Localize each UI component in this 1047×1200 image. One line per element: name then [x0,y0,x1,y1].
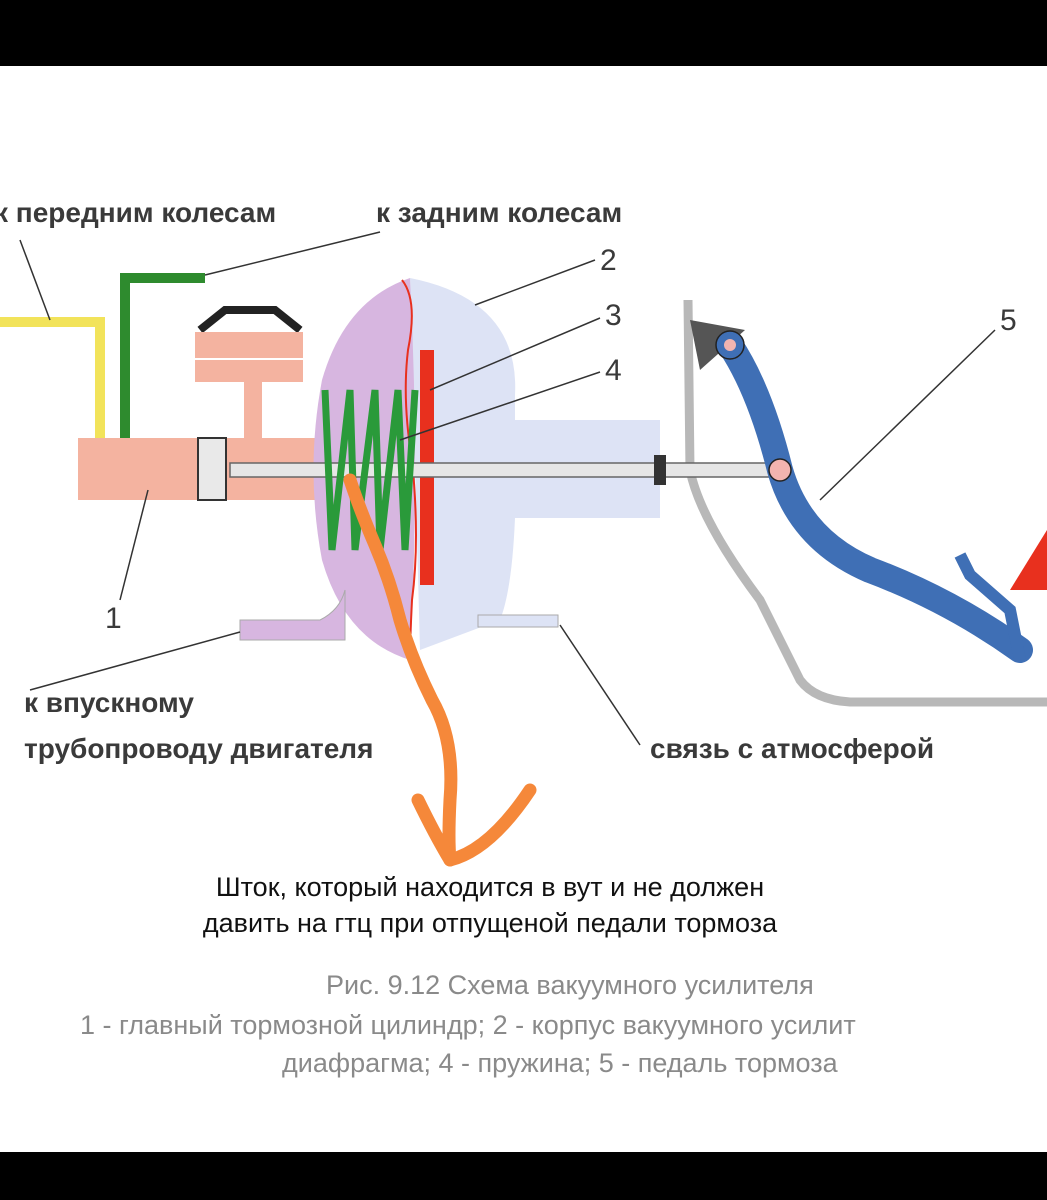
annotation-line1: Шток, который находится в вут и не долже… [215,872,765,902]
number-2: 2 [600,244,617,277]
push-rod [229,462,791,478]
rear-wheel-line [120,273,205,440]
brake-pedal-arm [717,332,1033,663]
annotation-arrowhead-icon [411,783,537,867]
label-intake-2: трубопроводу двигателя [24,733,373,764]
brake-pedal-pad [954,552,1026,662]
atmosphere-port [477,614,559,628]
force-arrow-icon [1010,530,1047,590]
number-4: 4 [605,354,622,387]
label-front-wheels: к передним колесам [0,197,276,228]
rod-pin [768,458,792,482]
rod-seal [654,455,666,485]
annotation-arrow-icon [343,473,458,867]
number-1: 1 [105,602,122,635]
top-black-bar [0,0,1047,66]
label-atmosphere: связь с атмосферой [650,733,934,764]
reservoir-bottom [195,360,303,382]
reservoir-cap [197,306,303,334]
pedal-bracket [683,299,1047,707]
number-5: 5 [1000,304,1017,337]
spring [321,389,419,551]
reservoir-neck [244,382,262,442]
caption-title: Рис. 9.12 Схема вакуумного усилителя [326,970,814,1000]
cylinder-piston [197,437,227,501]
reservoir-top [195,332,303,358]
caption-line2: 1 - главный тормозной цилиндр; 2 - корпу… [80,1010,856,1040]
caption-line3: диафрагма; 4 - пружина; 5 - педаль тормо… [282,1048,838,1078]
intake-port [239,589,346,641]
label-intake-1: к впускному [24,687,194,718]
bottom-black-bar [0,1152,1047,1200]
pivot-pin [724,339,736,351]
annotation-line2: давить на гтц при отпущеной педали тормо… [202,908,778,938]
number-3: 3 [605,299,622,332]
front-wheel-line [0,317,105,440]
label-rear-wheels: к задним колесам [376,197,622,228]
